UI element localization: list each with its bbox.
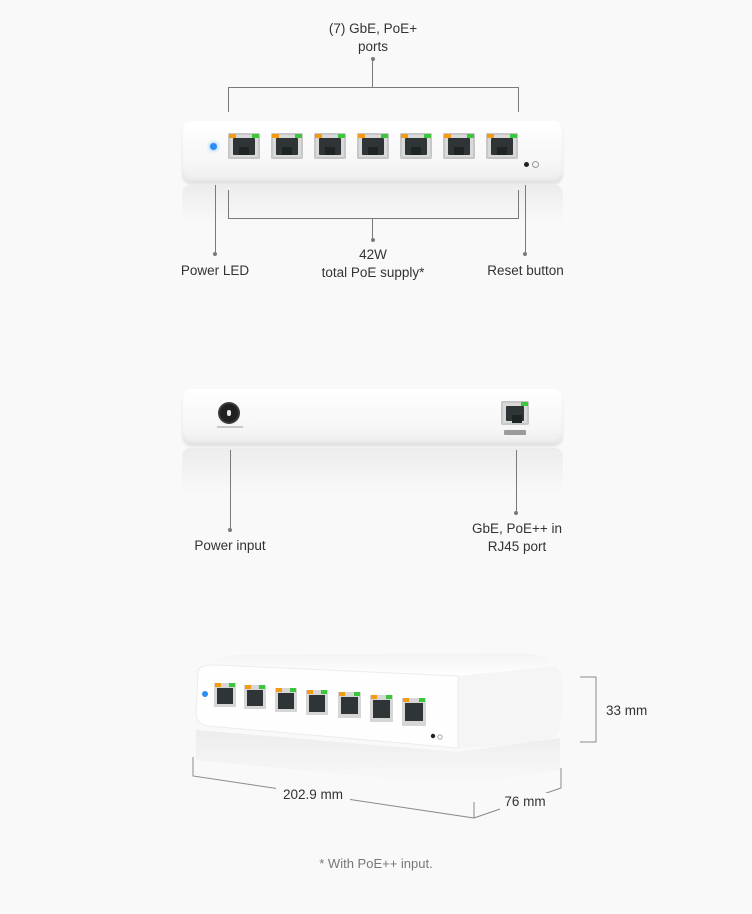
power-input-text: [217, 426, 243, 428]
callout-line: [230, 450, 231, 530]
power-led: [202, 691, 208, 697]
bracket-line: [372, 218, 373, 240]
device-reflection: [196, 730, 560, 785]
footnote: * With PoE++ input.: [319, 856, 433, 871]
callout-line: [215, 185, 216, 253]
power-led: [210, 143, 217, 150]
callout-dot: [523, 252, 527, 256]
uplink-port-label: GbE, PoE++ in RJ45 port: [471, 521, 563, 554]
bracket-line: [228, 87, 229, 112]
bracket-line: [228, 190, 229, 218]
bracket-dot: [371, 238, 375, 242]
bracket-line: [228, 218, 519, 219]
height-dimension-line: [580, 676, 597, 743]
rj45-port: [443, 133, 475, 159]
device-top-face: [205, 653, 555, 676]
reset-icon: [437, 734, 443, 740]
rear-device: [182, 389, 563, 445]
reset-icon: [532, 161, 539, 168]
depth-label: 76 mm: [500, 793, 550, 811]
reset-button-label: Reset button: [487, 263, 564, 278]
width-label: 202.9 mm: [276, 786, 350, 804]
rj45-port: [486, 133, 518, 159]
power-led-label: Power LED: [180, 263, 250, 278]
bracket-dot: [371, 57, 375, 61]
bracket-line: [518, 190, 519, 218]
callout-dot: [213, 252, 217, 256]
rj45-port: [228, 133, 260, 159]
power-input-jack: [220, 404, 238, 422]
rj45-port-group: [214, 683, 426, 726]
reset-button: [524, 162, 529, 167]
callout-dot: [228, 528, 232, 532]
rj45-port: [400, 133, 432, 159]
power-input-label: Power input: [194, 538, 266, 553]
reset-button: [430, 733, 436, 739]
bracket-line: [228, 87, 519, 88]
rj45-port: [314, 133, 346, 159]
callout-line: [516, 450, 517, 512]
callout-dot: [514, 511, 518, 515]
rj45-port: [271, 133, 303, 159]
callout-line: [525, 185, 526, 253]
bracket-line: [518, 87, 519, 112]
uplink-port-tag: [504, 430, 526, 435]
uplink-rj45-port: [501, 401, 529, 425]
height-label: 33 mm: [606, 703, 648, 718]
rear-reflection: [182, 448, 563, 494]
device-side-face: [458, 666, 564, 748]
rj45-port: [357, 133, 389, 159]
front-device: [182, 121, 563, 183]
poe-supply-label: 42W total PoE supply*: [321, 247, 425, 280]
bracket-line: [372, 59, 373, 87]
ports-label: (7) GbE, PoE+ ports: [328, 21, 418, 54]
